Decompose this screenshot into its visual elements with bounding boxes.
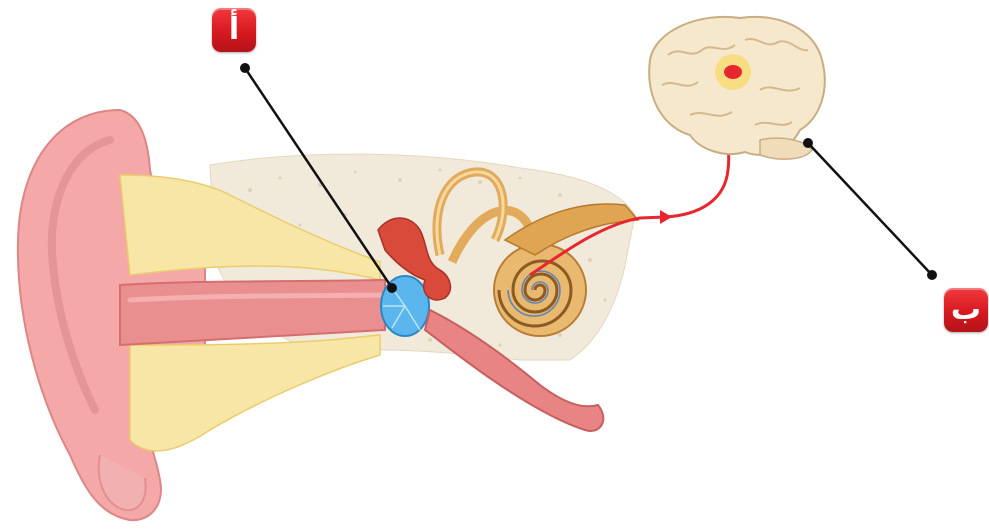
label-badge-b: ب	[944, 288, 988, 332]
label-badge-a: أ	[212, 8, 256, 52]
lower-cartilage	[130, 335, 380, 451]
pointer-dot-b-end	[927, 270, 937, 280]
pointer-dot-a-end	[387, 283, 397, 293]
pointer-line-b	[808, 143, 932, 275]
signal-arrow	[660, 210, 672, 224]
auditory-cortex	[724, 65, 742, 79]
pointer-dot-b-start	[803, 138, 813, 148]
pointer-dot-a-start	[240, 63, 250, 73]
